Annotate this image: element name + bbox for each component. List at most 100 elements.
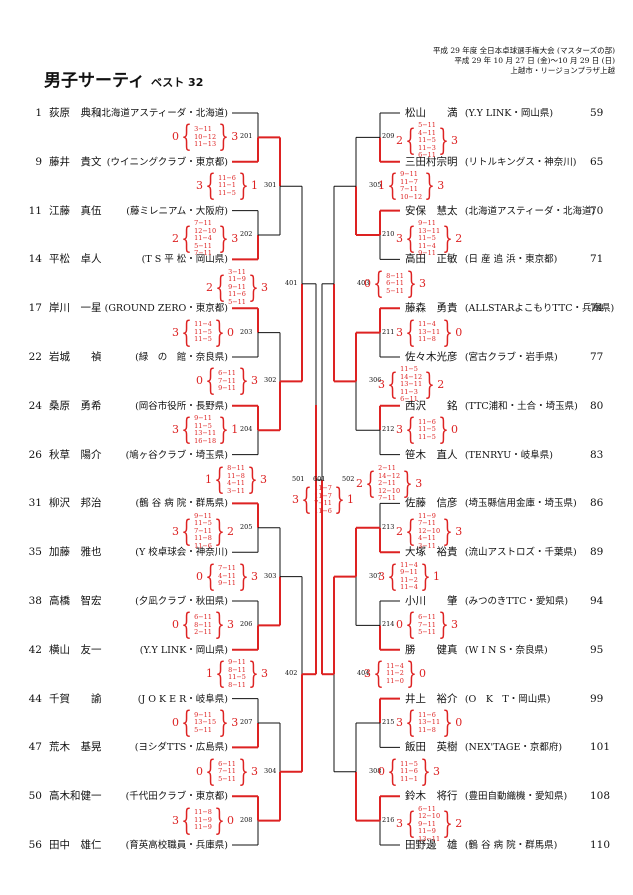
title-sub: ベスト 32	[150, 76, 204, 89]
brace-close: }	[214, 802, 225, 838]
game-score: 3−11	[228, 267, 246, 276]
match-number: 201	[240, 132, 253, 141]
brace-open: {	[181, 314, 192, 350]
games-won-a: 3	[364, 667, 371, 681]
games-won-a: 0	[378, 764, 385, 778]
game-score: 9−11	[418, 249, 436, 257]
game-score: 9−11	[418, 819, 436, 828]
games-won-a: 2	[172, 231, 179, 245]
game-score: 9−11	[228, 658, 246, 667]
brace-close: }	[238, 168, 249, 204]
brace-open: {	[205, 363, 216, 399]
games-won-b: 3	[415, 476, 423, 490]
game-score: 9−11	[400, 568, 418, 577]
games-won-b: 3	[231, 231, 239, 245]
player-affiliation: (TENRYU・岐阜県)	[464, 449, 553, 461]
game-score: 11−5	[194, 327, 212, 336]
event-dates: 平成 29 年 10 月 27 日 (金)〜10 月 29 日 (日)	[454, 56, 615, 65]
game-score: 6−11	[218, 759, 236, 768]
game-score: 11−4	[400, 583, 418, 592]
games-won-a: 0	[196, 374, 203, 388]
seed-number: 14	[28, 253, 42, 266]
seed-number: 108	[590, 790, 611, 803]
brace-close: }	[420, 753, 431, 789]
brace-open: {	[405, 412, 416, 448]
brace-close: }	[424, 168, 435, 204]
seed-number: 101	[590, 741, 611, 754]
seed-number: 94	[590, 595, 604, 607]
brace-open: {	[181, 220, 192, 256]
player-name: 平松 卓人	[49, 253, 102, 266]
games-won-b: 3	[231, 130, 239, 144]
player-affiliation: (GROUND ZERO・東京都)	[104, 303, 228, 315]
player-affiliation: (Y 校卓球会・神奈川)	[135, 547, 228, 559]
games-won-b: 2	[455, 231, 463, 245]
game-score: 7−11	[194, 249, 212, 257]
player-name: 岸川 一星	[49, 302, 102, 315]
brace-close: }	[218, 705, 229, 740]
brace-open: {	[405, 314, 416, 350]
player-name: 田野邊 雄	[405, 839, 458, 851]
game-score: 7−11	[218, 376, 236, 385]
brace-open: {	[405, 513, 416, 549]
brace-close: }	[438, 123, 449, 159]
game-score: 11−8	[194, 534, 212, 543]
game-score: 12−10	[378, 486, 401, 495]
game-score: 11−5	[418, 432, 436, 441]
games-won-b: 3	[251, 374, 259, 388]
game-score: 11−1	[218, 181, 236, 190]
seed-number: 42	[28, 643, 42, 656]
game-score: 11−6	[400, 767, 418, 776]
player-name: 横山 友一	[49, 643, 102, 656]
brace-open: {	[387, 367, 398, 403]
game-score: 11−6	[418, 710, 436, 719]
games-won-a: 0	[196, 569, 203, 583]
match-number: 306	[369, 376, 382, 385]
game-score: 11−8	[194, 808, 212, 817]
player-name: 西沢 銘	[405, 399, 458, 412]
player-affiliation: (T S 平 松・岡山県)	[141, 254, 228, 266]
match-number: 308	[369, 766, 382, 775]
match-number: 601	[313, 475, 326, 483]
seed-number: 17	[28, 302, 42, 315]
game-score: 7−11	[378, 494, 396, 502]
match-number: 502	[342, 475, 355, 483]
game-score: 13−11	[418, 718, 441, 727]
game-score: 6−11	[194, 613, 212, 622]
game-score: 11−7	[400, 177, 418, 186]
seed-number: 56	[28, 839, 42, 851]
seed-number: 95	[590, 643, 604, 656]
brace-open: {	[181, 607, 192, 643]
match-number: 211	[382, 327, 395, 336]
player-affiliation: (ALLSTARよこもりTTC・兵庫県)	[464, 303, 615, 315]
games-won-a: 1	[206, 667, 213, 681]
games-won-b: 3	[227, 618, 235, 632]
match-number: 210	[382, 230, 395, 238]
brace-open: {	[405, 705, 416, 740]
match-number: 304	[264, 766, 277, 775]
player-affiliation: (J O K E R・岐阜県)	[137, 693, 228, 705]
games-won-a: 3	[396, 325, 403, 339]
player-name: 高木和健一	[49, 790, 102, 803]
player-name: 鈴木 将行	[405, 790, 458, 803]
brace-open: {	[205, 168, 216, 204]
brace-close: }	[248, 656, 259, 692]
brace-close: }	[214, 607, 225, 643]
brace-close: }	[238, 363, 249, 399]
